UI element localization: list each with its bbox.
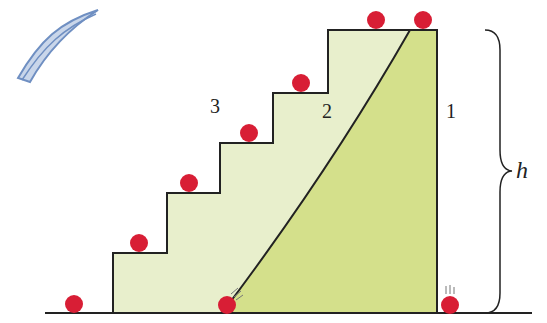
- top-edge: [328, 29, 437, 31]
- staircase: [113, 30, 437, 313]
- ball: [414, 11, 432, 29]
- part-number: 2: [322, 101, 332, 121]
- ball: [292, 74, 310, 92]
- crescent-line: [22, 14, 96, 80]
- crescent: [18, 10, 98, 82]
- dimension-label: h: [516, 158, 528, 182]
- ball: [65, 295, 83, 313]
- part-number: 1: [446, 101, 456, 121]
- height-brace: [485, 30, 512, 313]
- vertical-wall: [436, 30, 438, 313]
- ramp-line: [222, 30, 410, 313]
- ball: [367, 11, 385, 29]
- ramp-wedge: [222, 30, 437, 313]
- motion-marks: [231, 285, 454, 300]
- ball: [130, 234, 148, 252]
- ground-line: [45, 312, 532, 314]
- ball: [180, 174, 198, 192]
- part-number: 3: [210, 96, 220, 116]
- ball: [218, 296, 236, 314]
- balls: [65, 11, 459, 314]
- ball: [240, 124, 258, 142]
- ball: [441, 296, 459, 314]
